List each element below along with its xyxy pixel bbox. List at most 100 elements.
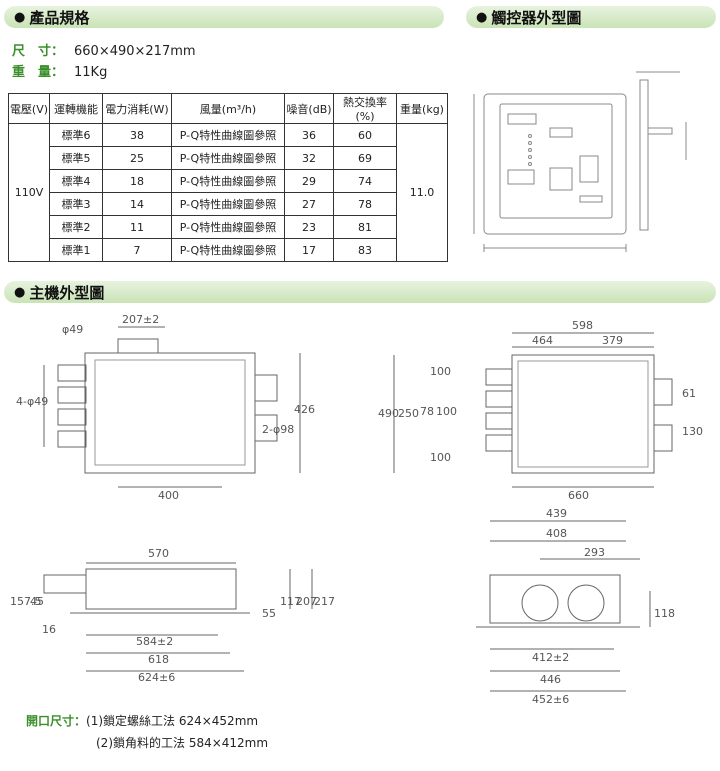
cell-mode: 標準5 <box>49 146 103 170</box>
dim-label: 61 <box>682 387 696 400</box>
table-row: 標準2 11 P-Q特性曲線圖參照 23 81 <box>9 215 448 239</box>
controller-button-icon <box>549 127 573 138</box>
dim-label: 78 <box>420 405 434 418</box>
table-row: 標準4 18 P-Q特性曲線圖參照 29 74 <box>9 169 448 193</box>
dim-label: 100 <box>430 451 451 464</box>
header-voltage: 電壓(V) <box>8 93 50 124</box>
cell-power: 11 <box>102 215 172 239</box>
spec-table: 電壓(V) 運轉機能 電力消耗(W) 風量(m³/h) 噪音(dB) 熱交換率(… <box>8 93 448 262</box>
cell-mode: 標準2 <box>49 215 103 239</box>
cell-airflow: P-Q特性曲線圖參照 <box>171 215 285 239</box>
cell-airflow: P-Q特性曲線圖參照 <box>171 123 285 147</box>
section-bar-controller: ● 觸控器外型圖 <box>466 6 716 28</box>
controller-button-icon <box>549 167 573 191</box>
cell-efficiency: 60 <box>333 123 397 147</box>
table-row: 標準3 14 P-Q特性曲線圖參照 27 78 <box>9 192 448 216</box>
cell-power: 14 <box>102 192 172 216</box>
table-row: 標準5 25 P-Q特性曲線圖參照 32 69 <box>9 146 448 170</box>
opening-size-label: 開口尺寸： <box>26 714 87 728</box>
bullet-icon: ● <box>14 284 26 300</box>
unit-front-view-body <box>489 574 621 624</box>
duct-port-icon <box>567 584 605 622</box>
dim-label: 400 <box>158 489 179 502</box>
cell-efficiency: 74 <box>333 169 397 193</box>
dim-label: 439 <box>546 507 567 520</box>
dim-label: 660 <box>568 489 589 502</box>
dim-label: 618 <box>148 653 169 666</box>
dim-label: 490 <box>378 407 399 420</box>
header-power: 電力消耗(W) <box>102 93 172 124</box>
cell-mode: 標準6 <box>49 123 103 147</box>
table-header-row: 電壓(V) 運轉機能 電力消耗(W) 風量(m³/h) 噪音(dB) 熱交換率(… <box>8 93 448 124</box>
cell-power: 18 <box>102 169 172 193</box>
table-row: 標準1 7 P-Q特性曲線圖參照 17 83 <box>9 238 448 262</box>
controller-label-icon <box>579 195 603 203</box>
section-bar-unit: ● 主機外型圖 <box>4 281 716 303</box>
dim-label: 45 <box>30 595 44 608</box>
dim-label: 464 <box>532 334 553 347</box>
duct-port-icon <box>521 584 559 622</box>
spec-weight: 重 量：11Kg <box>12 61 107 80</box>
cell-weight: 11.0 <box>396 123 448 262</box>
opening-size: 開口尺寸：(1)鎖定螺絲工法 624×452mm <box>26 712 258 729</box>
cell-noise: 32 <box>284 146 334 170</box>
dim-label: 130 <box>682 425 703 438</box>
cell-mode: 標準3 <box>49 192 103 216</box>
header-airflow: 風量(m³/h) <box>171 93 285 124</box>
dim-label: 452±6 <box>532 693 569 706</box>
opening-size-line1: (1)鎖定螺絲工法 624×452mm <box>86 714 259 728</box>
controller-outer-frame <box>483 93 627 235</box>
header-noise: 噪音(dB) <box>284 93 334 124</box>
section-bar-specs: ● 產品規格 <box>4 6 444 28</box>
cell-noise: 23 <box>284 215 334 239</box>
section-title-unit: 主機外型圖 <box>29 283 105 302</box>
cell-noise: 17 <box>284 238 334 262</box>
dim-label: φ49 <box>62 323 83 336</box>
dim-label: 584±2 <box>136 635 173 648</box>
dim-label: 4-φ49 <box>16 395 48 408</box>
dim-label: 117 <box>280 595 301 608</box>
dim-label: 412±2 <box>532 651 569 664</box>
cell-efficiency: 78 <box>333 192 397 216</box>
header-efficiency: 熱交換率(%) <box>333 93 397 124</box>
cell-voltage: 110V <box>8 123 50 262</box>
header-mode: 運轉機能 <box>49 93 103 124</box>
cell-airflow: P-Q特性曲線圖參照 <box>171 169 285 193</box>
dim-label: 624±6 <box>138 671 175 684</box>
unit-side-view-body <box>85 568 237 610</box>
cell-airflow: P-Q特性曲線圖參照 <box>171 192 285 216</box>
cell-power: 7 <box>102 238 172 262</box>
controller-side-profile <box>639 79 649 231</box>
cell-efficiency: 81 <box>333 215 397 239</box>
spec-weight-value: 11Kg <box>74 65 108 80</box>
cell-power: 38 <box>102 123 172 147</box>
cell-airflow: P-Q特性曲線圖參照 <box>171 238 285 262</box>
cell-efficiency: 69 <box>333 146 397 170</box>
controller-button-icon <box>507 169 535 185</box>
dim-label: 16 <box>42 623 56 636</box>
dim-label: 2-φ98 <box>262 423 294 436</box>
section-title-controller: 觸控器外型圖 <box>491 8 582 27</box>
dim-label: 217 <box>314 595 335 608</box>
dim-label: 100 <box>436 405 457 418</box>
section-title-specs: 產品規格 <box>29 8 90 27</box>
bullet-icon: ● <box>14 9 26 25</box>
opening-size-2: (2)鎖角料的工法 584×412mm <box>96 734 268 751</box>
unit-top-view-body <box>84 352 256 474</box>
spec-size-value: 660×490×217mm <box>74 44 196 59</box>
controller-button-icon <box>579 155 599 183</box>
cell-noise: 36 <box>284 123 334 147</box>
spec-size: 尺 寸： 660×490×217mm <box>12 40 196 59</box>
table-row: 110V 標準6 38 P-Q特性曲線圖參照 36 60 11.0 <box>8 123 448 262</box>
controller-display-icon <box>507 113 537 125</box>
spec-size-label: 尺 寸： <box>12 44 65 59</box>
bullet-icon: ● <box>476 9 488 25</box>
header-weight: 重量(kg) <box>396 93 448 124</box>
dim-label: 207 <box>296 595 317 608</box>
dim-label: 408 <box>546 527 567 540</box>
dim-label: 55 <box>262 607 276 620</box>
dim-label: 157.5 <box>10 595 42 608</box>
dim-label: 250 <box>398 407 419 420</box>
unit-drawings: 207±2 φ49 4-φ49 2-φ98 426 400 598 464 37… <box>10 313 703 706</box>
dim-label: 293 <box>584 546 605 559</box>
